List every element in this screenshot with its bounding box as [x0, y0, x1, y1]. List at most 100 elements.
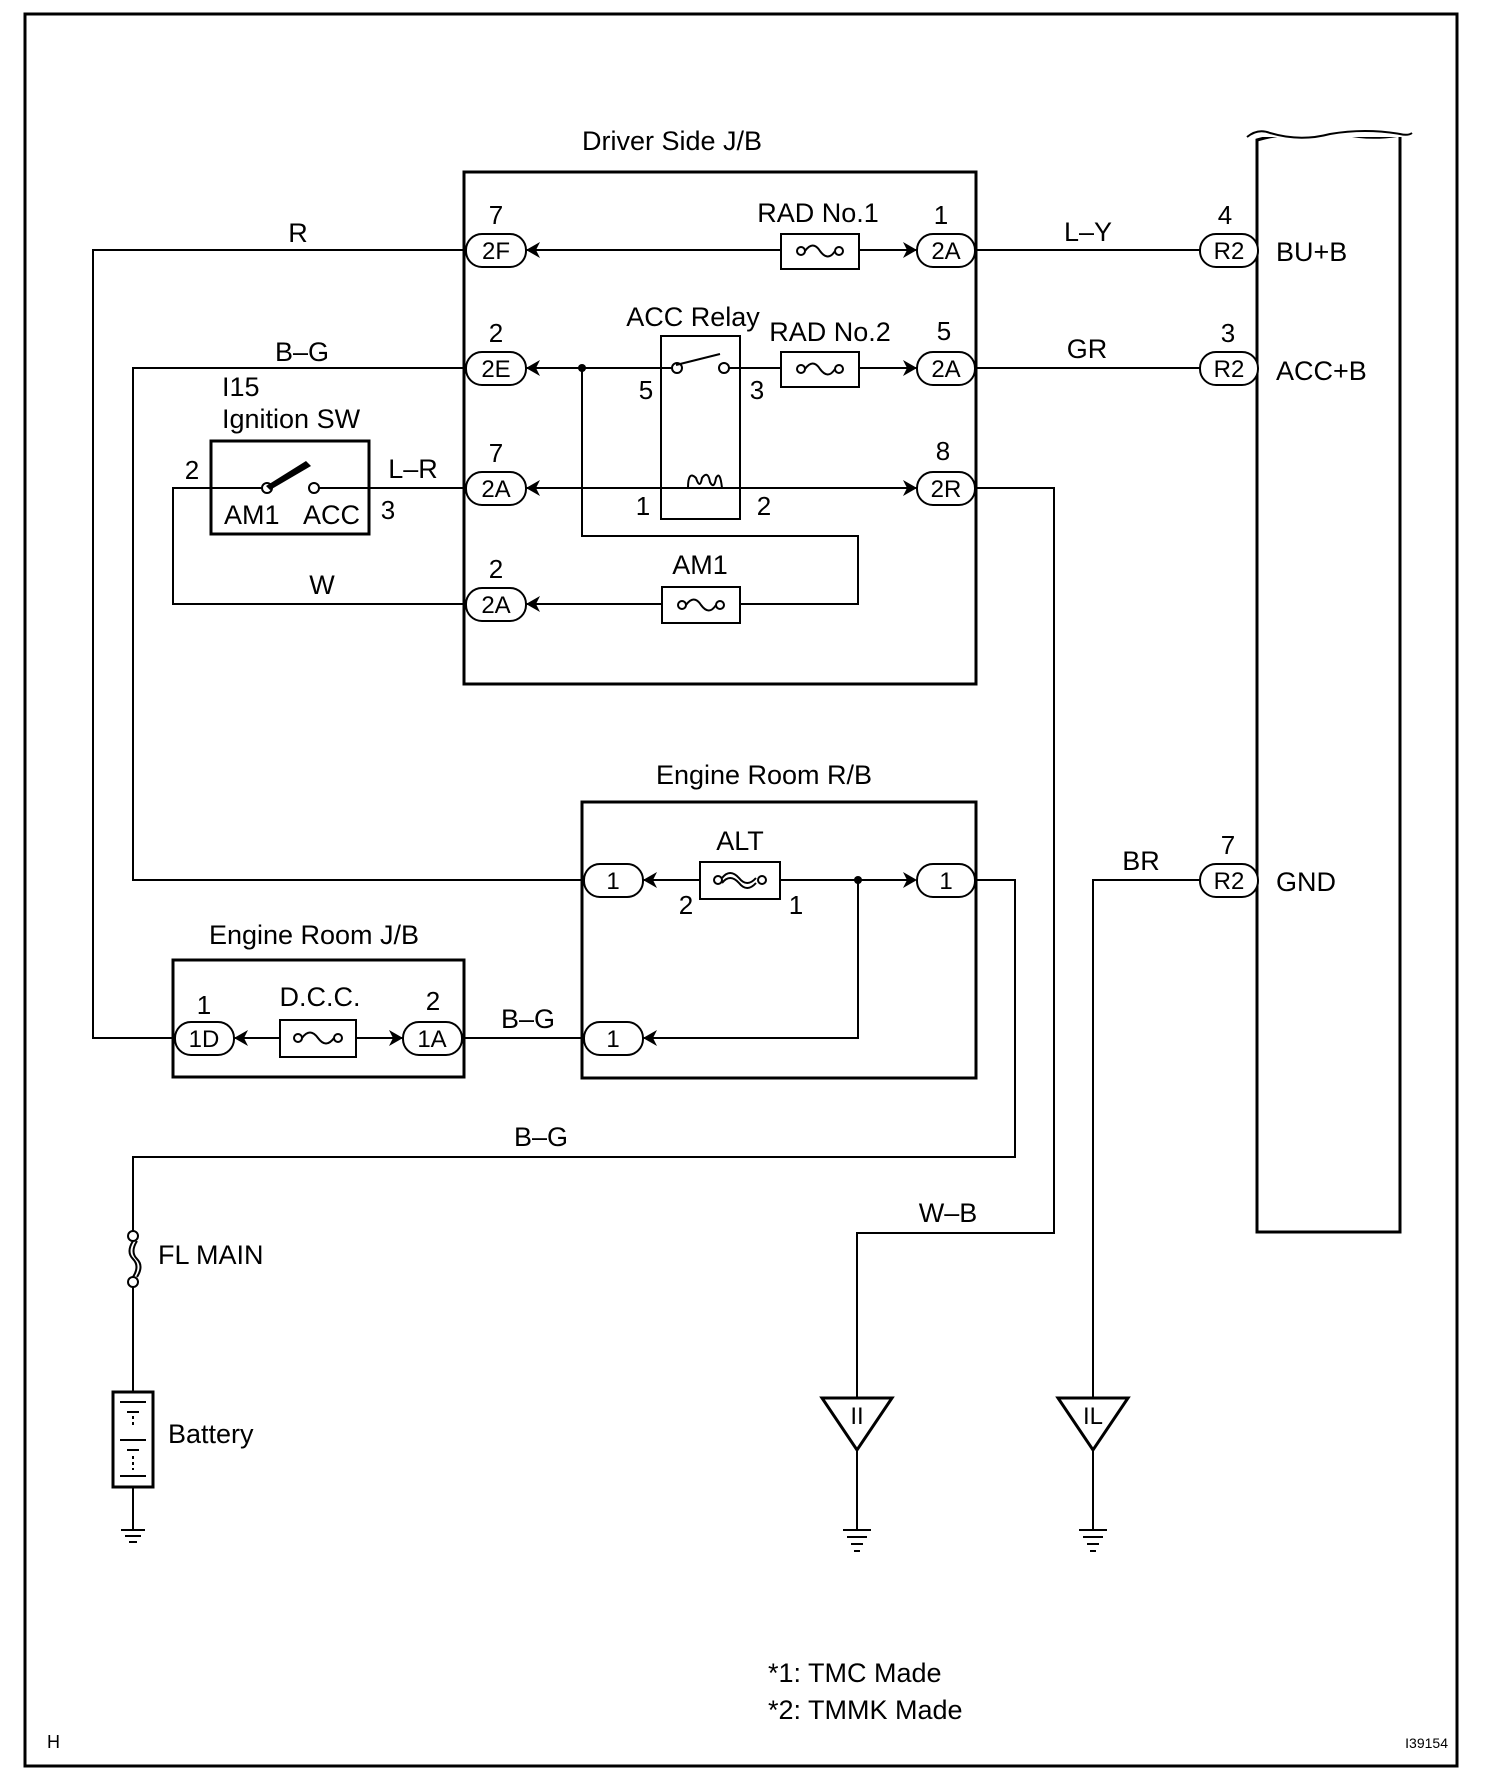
ground-point-ii [819, 1396, 895, 1453]
pin-accb: 3 [1221, 318, 1235, 348]
wire-label-ly: L–Y [1064, 217, 1112, 247]
relay-coil [680, 473, 726, 489]
pin-alt-1: 1 [789, 890, 803, 920]
pin-relay-3: 3 [750, 375, 764, 405]
pin-2f: 7 [489, 200, 503, 230]
connector-r2-bu: R2 [1214, 238, 1245, 265]
junction-dot [578, 364, 586, 372]
corner-mark-right: I39154 [1405, 1735, 1448, 1751]
connector-1d: 1D [189, 1026, 220, 1053]
rad2-label: RAD No.2 [769, 317, 891, 347]
connector-2a-lr: 2A [481, 476, 510, 503]
note-tmc: *1: TMC Made [768, 1658, 942, 1688]
connector-rb-alt: 1 [606, 868, 619, 895]
engine-room-jb-title: Engine Room J/B [209, 920, 419, 950]
driver-side-jb-box [462, 170, 978, 686]
rad1-label: RAD No.1 [757, 198, 879, 228]
connector-2a-rad2: 2A [931, 356, 960, 383]
note-tmmk: *2: TMMK Made [768, 1695, 963, 1725]
radio-unit-outline [1255, 130, 1402, 1234]
wire-bg-low [132, 879, 1016, 1232]
connector-2r: 2R [931, 476, 962, 503]
wire-label-bg-low: B–G [514, 1122, 568, 1152]
pin-rad2: 5 [937, 316, 951, 346]
engine-room-jb-box [171, 958, 466, 1079]
wires [92, 249, 1202, 1530]
terminal-gnd: GND [1276, 867, 1336, 897]
pin-gnd: 7 [1221, 830, 1235, 860]
pin-rad1: 1 [934, 200, 948, 230]
fuse-alt [699, 861, 781, 900]
battery-label: Battery [168, 1419, 254, 1449]
connector-r2-gnd: R2 [1214, 868, 1245, 895]
fuse-rad2 [780, 351, 860, 388]
connector-2a-w: 2A [481, 592, 510, 619]
battery-symbol [111, 1390, 155, 1489]
wire-br [1092, 879, 1202, 1398]
connector-rb-out: 1 [939, 868, 952, 895]
radio-unit-top-edge [1246, 130, 1413, 139]
ground-point-il [1055, 1396, 1131, 1453]
pin-ignition-3: 3 [381, 495, 395, 525]
connector-rb-low: 1 [606, 1026, 619, 1053]
acc-relay-label: ACC Relay [626, 302, 760, 332]
wire-label-gr: GR [1067, 334, 1108, 364]
pin-alt-2: 2 [679, 890, 693, 920]
ground-code-il: IL [1083, 1403, 1103, 1430]
ground-code-ii: II [850, 1403, 863, 1430]
driver-side-jb-title: Driver Side J/B [582, 126, 762, 156]
ground-symbol [1079, 1529, 1107, 1552]
fuse-am1 [661, 586, 741, 624]
ignition-acc-contact [308, 482, 320, 494]
pin-dcc-2: 2 [426, 986, 440, 1016]
terminal-acc-b: ACC+B [1276, 356, 1367, 386]
junction-dot [854, 876, 862, 884]
wire-w [172, 487, 470, 605]
fuse-dcc [279, 1019, 357, 1058]
pin-ignition-2: 2 [185, 455, 199, 485]
wire-label-br: BR [1122, 846, 1160, 876]
wire-wb [856, 487, 1055, 1398]
wire-r [92, 249, 470, 1039]
wire-label-lr: L–R [388, 454, 438, 484]
ignition-switch-box [209, 439, 371, 536]
wire-am1-loop [581, 368, 859, 605]
connector-2f: 2F [482, 238, 510, 265]
pin-dcc-1: 1 [197, 990, 211, 1020]
engine-room-rb-title: Engine Room R/B [656, 760, 872, 790]
engine-room-rb-box [580, 800, 978, 1080]
pin-relay-2: 2 [757, 491, 771, 521]
connector-2e: 2E [481, 356, 510, 383]
diagram-frame [23, 12, 1459, 1768]
wire-label-bg-mid: B–G [501, 1004, 555, 1034]
ignition-am1-terminal: AM1 [224, 500, 280, 530]
ignition-switch-label: Ignition SW [222, 404, 361, 434]
wire-label-bg-top: B–G [275, 337, 329, 367]
fl-main-label: FL MAIN [158, 1240, 264, 1270]
wire-label-wb: W–B [919, 1198, 978, 1228]
pin-2r: 8 [936, 436, 950, 466]
dcc-fuse-label: D.C.C. [280, 982, 361, 1012]
corner-mark-left: H [47, 1732, 60, 1752]
ignition-switch-lever [266, 461, 311, 490]
ignition-acc-terminal: ACC [303, 500, 360, 530]
wire-bg-top [132, 367, 586, 881]
relay-contact-3 [718, 362, 730, 374]
connectors [174, 233, 1259, 1056]
ground-symbol [843, 1529, 871, 1552]
wire-alt-junction-down [643, 880, 859, 1039]
relay-contact-5 [671, 362, 683, 374]
fuse-rad1 [780, 233, 860, 270]
am1-fuse-label: AM1 [672, 550, 728, 580]
acc-relay-box [660, 335, 741, 520]
connector-r2-acc: R2 [1214, 356, 1245, 383]
pin-relay-5: 5 [639, 375, 653, 405]
pin-2a-w: 2 [489, 554, 503, 584]
pin-bu: 4 [1218, 200, 1232, 230]
ground-symbol [121, 1529, 145, 1543]
wire-label-r: R [288, 218, 308, 248]
pin-2a-lr: 7 [489, 438, 503, 468]
radio-unit-cover [1248, 128, 1408, 137]
connector-1a: 1A [417, 1026, 446, 1053]
